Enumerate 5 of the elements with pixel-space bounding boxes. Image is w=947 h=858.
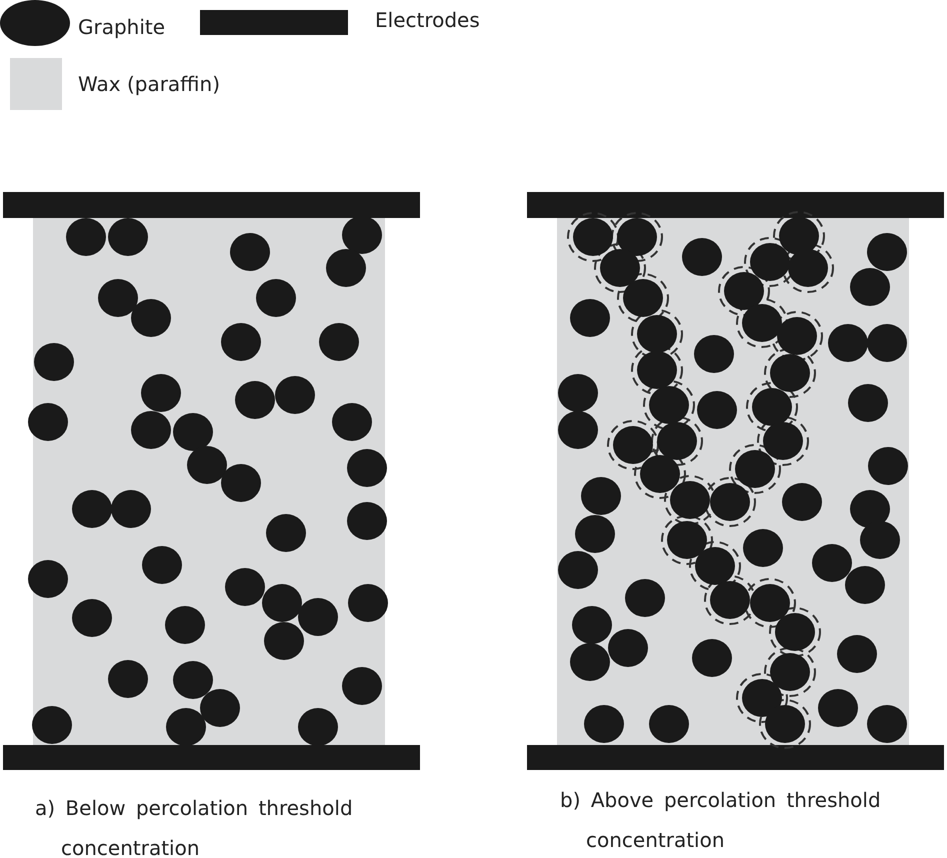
- legend-label: Electrodes: [375, 7, 480, 34]
- legend-label: Wax (paraffin): [78, 71, 220, 98]
- legend-label: Graphite: [78, 14, 166, 41]
- panel-caption: b) Above percolation threshold concentration: [560, 787, 882, 854]
- panel-caption: a) Below percolation threshold concentration: [35, 795, 354, 858]
